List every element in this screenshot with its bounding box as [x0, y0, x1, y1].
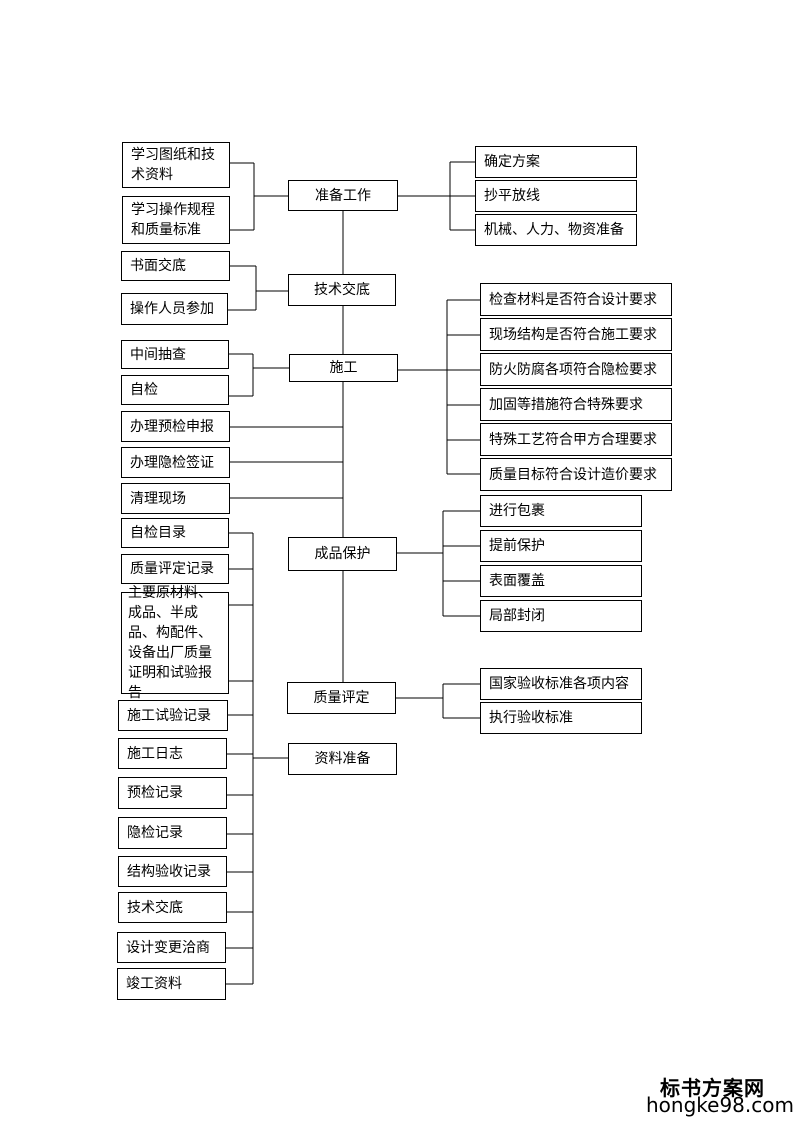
prep-resources: 机械、人力、物资准备 — [475, 214, 637, 246]
doc-self-check-list: 自检目录 — [121, 518, 229, 548]
construction-hidden-inspection: 办理隐检签证 — [121, 447, 230, 478]
doc-pre-records: 预检记录 — [118, 777, 227, 809]
construction-cleanup: 清理现场 — [121, 483, 230, 514]
doc-test-records: 施工试验记录 — [118, 700, 228, 731]
step-evaluation: 质量评定 — [287, 682, 396, 714]
evaluation-national: 国家验收标准各项内容 — [480, 668, 642, 700]
step-prep: 准备工作 — [288, 180, 398, 211]
briefing-written: 书面交底 — [121, 251, 230, 281]
step-construction: 施工 — [289, 354, 398, 382]
prep-study-rules: 学习操作规程和质量标准 — [122, 196, 230, 244]
watermark-title: 标书方案网 — [660, 1076, 765, 1100]
doc-quality-records: 质量评定记录 — [121, 554, 229, 584]
construction-self-check: 自检 — [121, 375, 229, 405]
step-documents: 资料准备 — [288, 743, 397, 775]
doc-certificates: 主要原材料、成品、半成品、构配件、设备出厂质量证明和试验报告 — [121, 585, 229, 701]
construction-reinforcement: 加固等措施符合特殊要求 — [480, 388, 672, 421]
protection-advance: 提前保护 — [480, 530, 642, 562]
prep-layout: 抄平放线 — [475, 180, 637, 212]
construction-special-process: 特殊工艺符合甲方合理要求 — [480, 423, 672, 456]
construction-spot-check: 中间抽查 — [121, 340, 229, 369]
construction-materials: 检查材料是否符合设计要求 — [480, 283, 672, 316]
construction-fireproof: 防火防腐各项符合隐检要求 — [480, 353, 672, 386]
prep-plan: 确定方案 — [475, 146, 637, 178]
step-briefing: 技术交底 — [288, 274, 396, 306]
doc-hidden-records: 隐检记录 — [118, 817, 227, 849]
protection-covering: 表面覆盖 — [480, 565, 642, 597]
doc-acceptance-records: 结构验收记录 — [118, 856, 227, 887]
watermark-url: hongke98.com — [646, 1093, 793, 1117]
doc-tech-briefing: 技术交底 — [118, 892, 227, 923]
protection-sealing: 局部封闭 — [480, 600, 642, 632]
step-protection: 成品保护 — [288, 537, 397, 571]
protection-wrapping: 进行包裹 — [480, 495, 642, 527]
doc-daily-log: 施工日志 — [118, 738, 227, 769]
construction-quality-target: 质量目标符合设计造价要求 — [480, 458, 672, 491]
construction-pre-inspection: 办理预检申报 — [121, 411, 230, 442]
evaluation-execute: 执行验收标准 — [480, 702, 642, 734]
doc-completion: 竣工资料 — [117, 968, 226, 1000]
briefing-operators: 操作人员参加 — [121, 293, 228, 325]
doc-design-change: 设计变更洽商 — [117, 932, 226, 963]
prep-study-drawings: 学习图纸和技术资料 — [122, 142, 230, 188]
construction-structure: 现场结构是否符合施工要求 — [480, 318, 672, 351]
